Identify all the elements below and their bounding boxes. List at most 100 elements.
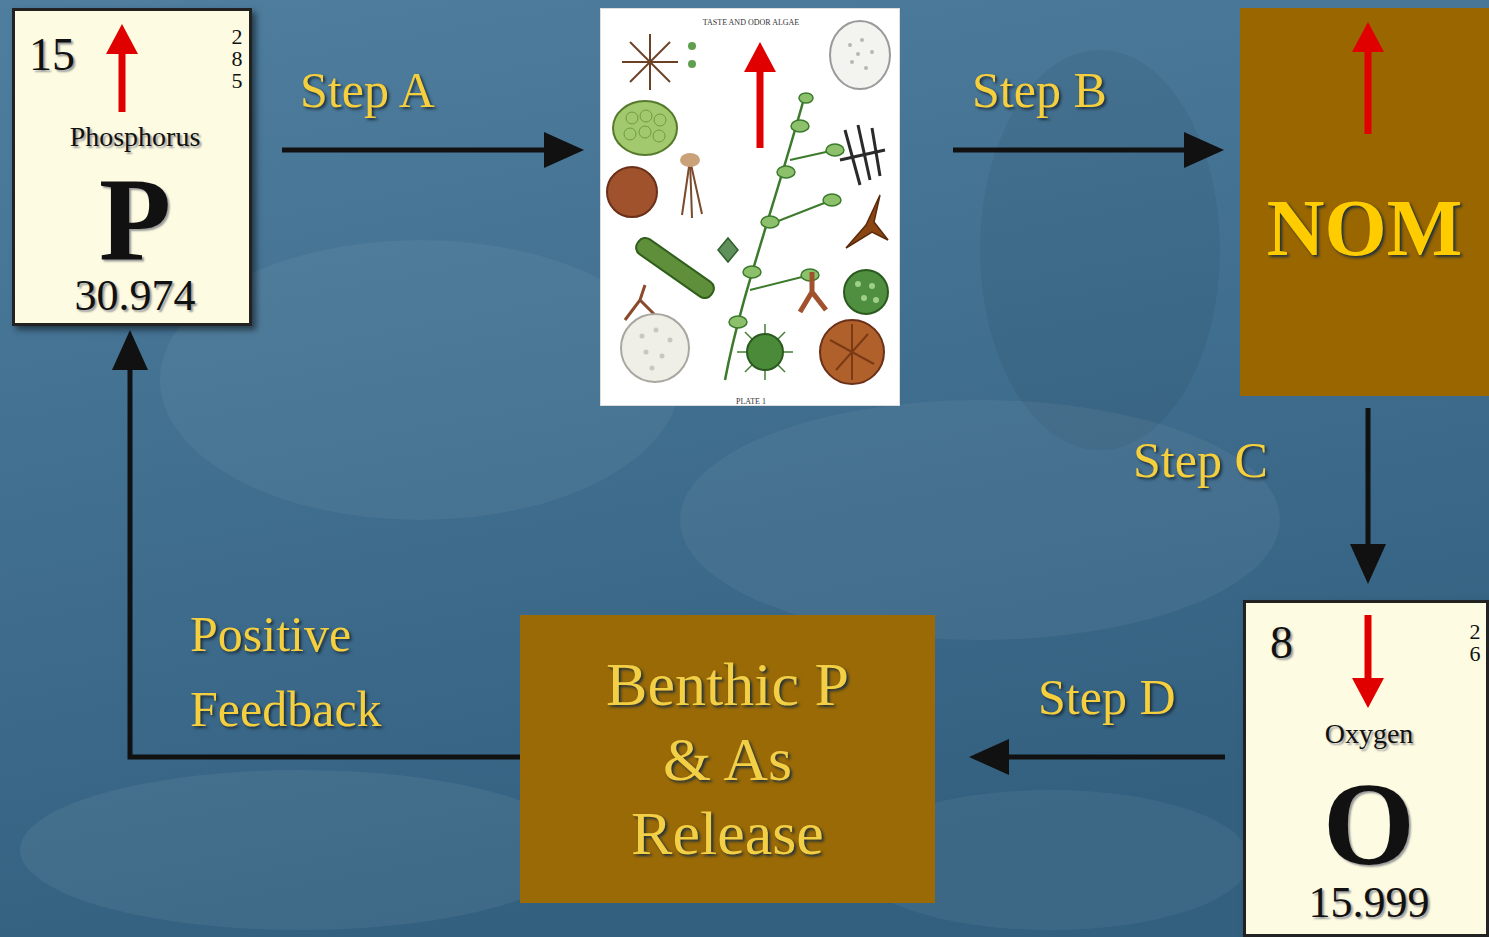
algae-illustration [626, 112, 638, 124]
algae-illustration [745, 332, 785, 372]
algae-illustration [607, 21, 890, 384]
plate-number-slot: PLATE 1 [601, 390, 901, 408]
electron-shells: 2 8 5 [230, 26, 243, 92]
atomic-number-slot: 8 [1270, 617, 1350, 670]
electron-shells-slot: 2 6 [1466, 621, 1484, 665]
algae-illustration [682, 160, 702, 218]
increase-arrow [106, 24, 138, 54]
algae-illustration [650, 366, 655, 371]
increase-arrow [1365, 48, 1372, 134]
increase-arrow [1352, 22, 1384, 52]
water-background [160, 240, 680, 520]
element-name-slot: Oxygen [1246, 718, 1489, 750]
plate-number: PLATE 1 [736, 397, 766, 406]
algae-illustration [777, 166, 795, 178]
edge-label-slot: Step C [1133, 430, 1323, 490]
box-label: Benthic P & As Release [602, 647, 853, 870]
atomic-number: 15 [29, 29, 75, 82]
algae-illustration [654, 114, 666, 126]
atomic-number-slot: 15 [29, 29, 119, 82]
algae-illustration [680, 153, 700, 167]
algae-illustration [644, 350, 649, 355]
water-background [20, 770, 580, 930]
atomic-mass-slot: 30.974 [15, 271, 255, 322]
algae-illustration [640, 334, 645, 339]
algae-illustration [860, 38, 864, 42]
edge-label: Step C [1133, 430, 1268, 490]
edge-label: Step B [972, 60, 1107, 120]
algae-illustration [622, 34, 678, 90]
flow-arrow [282, 148, 578, 153]
box-label-slot: NOM [1240, 182, 1489, 274]
element-symbol: P [99, 153, 171, 289]
increase-arrow [757, 68, 764, 148]
flow-arrow [1366, 408, 1371, 578]
water-background [980, 50, 1220, 450]
algae-illustration [850, 60, 854, 64]
algae-illustration [650, 61, 678, 63]
algae-illustration [823, 194, 841, 206]
process-box: Benthic P & As Release [520, 615, 935, 903]
algae-illustration [743, 266, 761, 278]
algae-illustration [688, 42, 696, 50]
algae-illustration [649, 62, 651, 90]
algae-illustration [630, 42, 650, 62]
algae-illustration [851, 324, 853, 380]
element-name: Phosphorus [70, 121, 201, 153]
algae-illustration [624, 128, 636, 140]
electron-shells: 2 6 [1468, 621, 1481, 665]
atomic-mass-slot: 15.999 [1246, 878, 1489, 929]
algae-illustration [729, 316, 747, 328]
algae-illustration [848, 43, 852, 47]
algae-illustration [855, 281, 879, 303]
element-name: Oxygen [1325, 718, 1414, 750]
increase-arrow [106, 22, 1384, 148]
algae-illustration [848, 38, 874, 70]
algae-illustration [607, 167, 657, 217]
algae-illustration [856, 52, 860, 56]
atomic-number: 8 [1270, 617, 1293, 670]
element-name-slot: Phosphorus [15, 121, 255, 153]
element-symbol-slot: O [1246, 757, 1489, 893]
algae-illustration [633, 235, 717, 301]
algae-illustration [668, 338, 673, 343]
decrease-arrow [1365, 615, 1372, 682]
plate-title: TASTE AND ODOR ALGAE [703, 18, 799, 27]
algae-illustration [639, 126, 651, 138]
flow-arrow [130, 336, 520, 757]
algae-illustration [621, 314, 689, 382]
edge-label: Step A [300, 60, 435, 120]
box-label: NOM [1267, 182, 1463, 274]
algae-illustration [747, 334, 783, 370]
algae-illustration [613, 101, 677, 155]
edge-label-slot: Step A [300, 60, 500, 120]
algae-illustration [725, 95, 805, 380]
algae-illustration [745, 332, 785, 372]
algae-illustration [791, 120, 809, 132]
flow-arrow [953, 148, 1218, 153]
algae-illustration [622, 61, 650, 63]
algae-illustration [729, 93, 844, 328]
algae-illustration [660, 354, 665, 359]
algae-illustration [855, 281, 861, 287]
algae-illustration [737, 324, 793, 380]
algae-illustration [624, 110, 666, 142]
edge-label-slot: Positive Feedback [190, 597, 440, 747]
algae-illustration [826, 144, 844, 156]
algae-illustration [820, 320, 884, 384]
decrease-arrow [1352, 678, 1384, 708]
algae-illustration [750, 150, 835, 290]
algae-illustration [800, 272, 826, 312]
algae-illustration [688, 60, 696, 68]
algae-illustration [864, 66, 868, 70]
algae-illustration [640, 110, 652, 122]
algae-illustration [649, 34, 651, 62]
algae-illustration [718, 238, 738, 262]
algae-illustration [690, 160, 702, 214]
